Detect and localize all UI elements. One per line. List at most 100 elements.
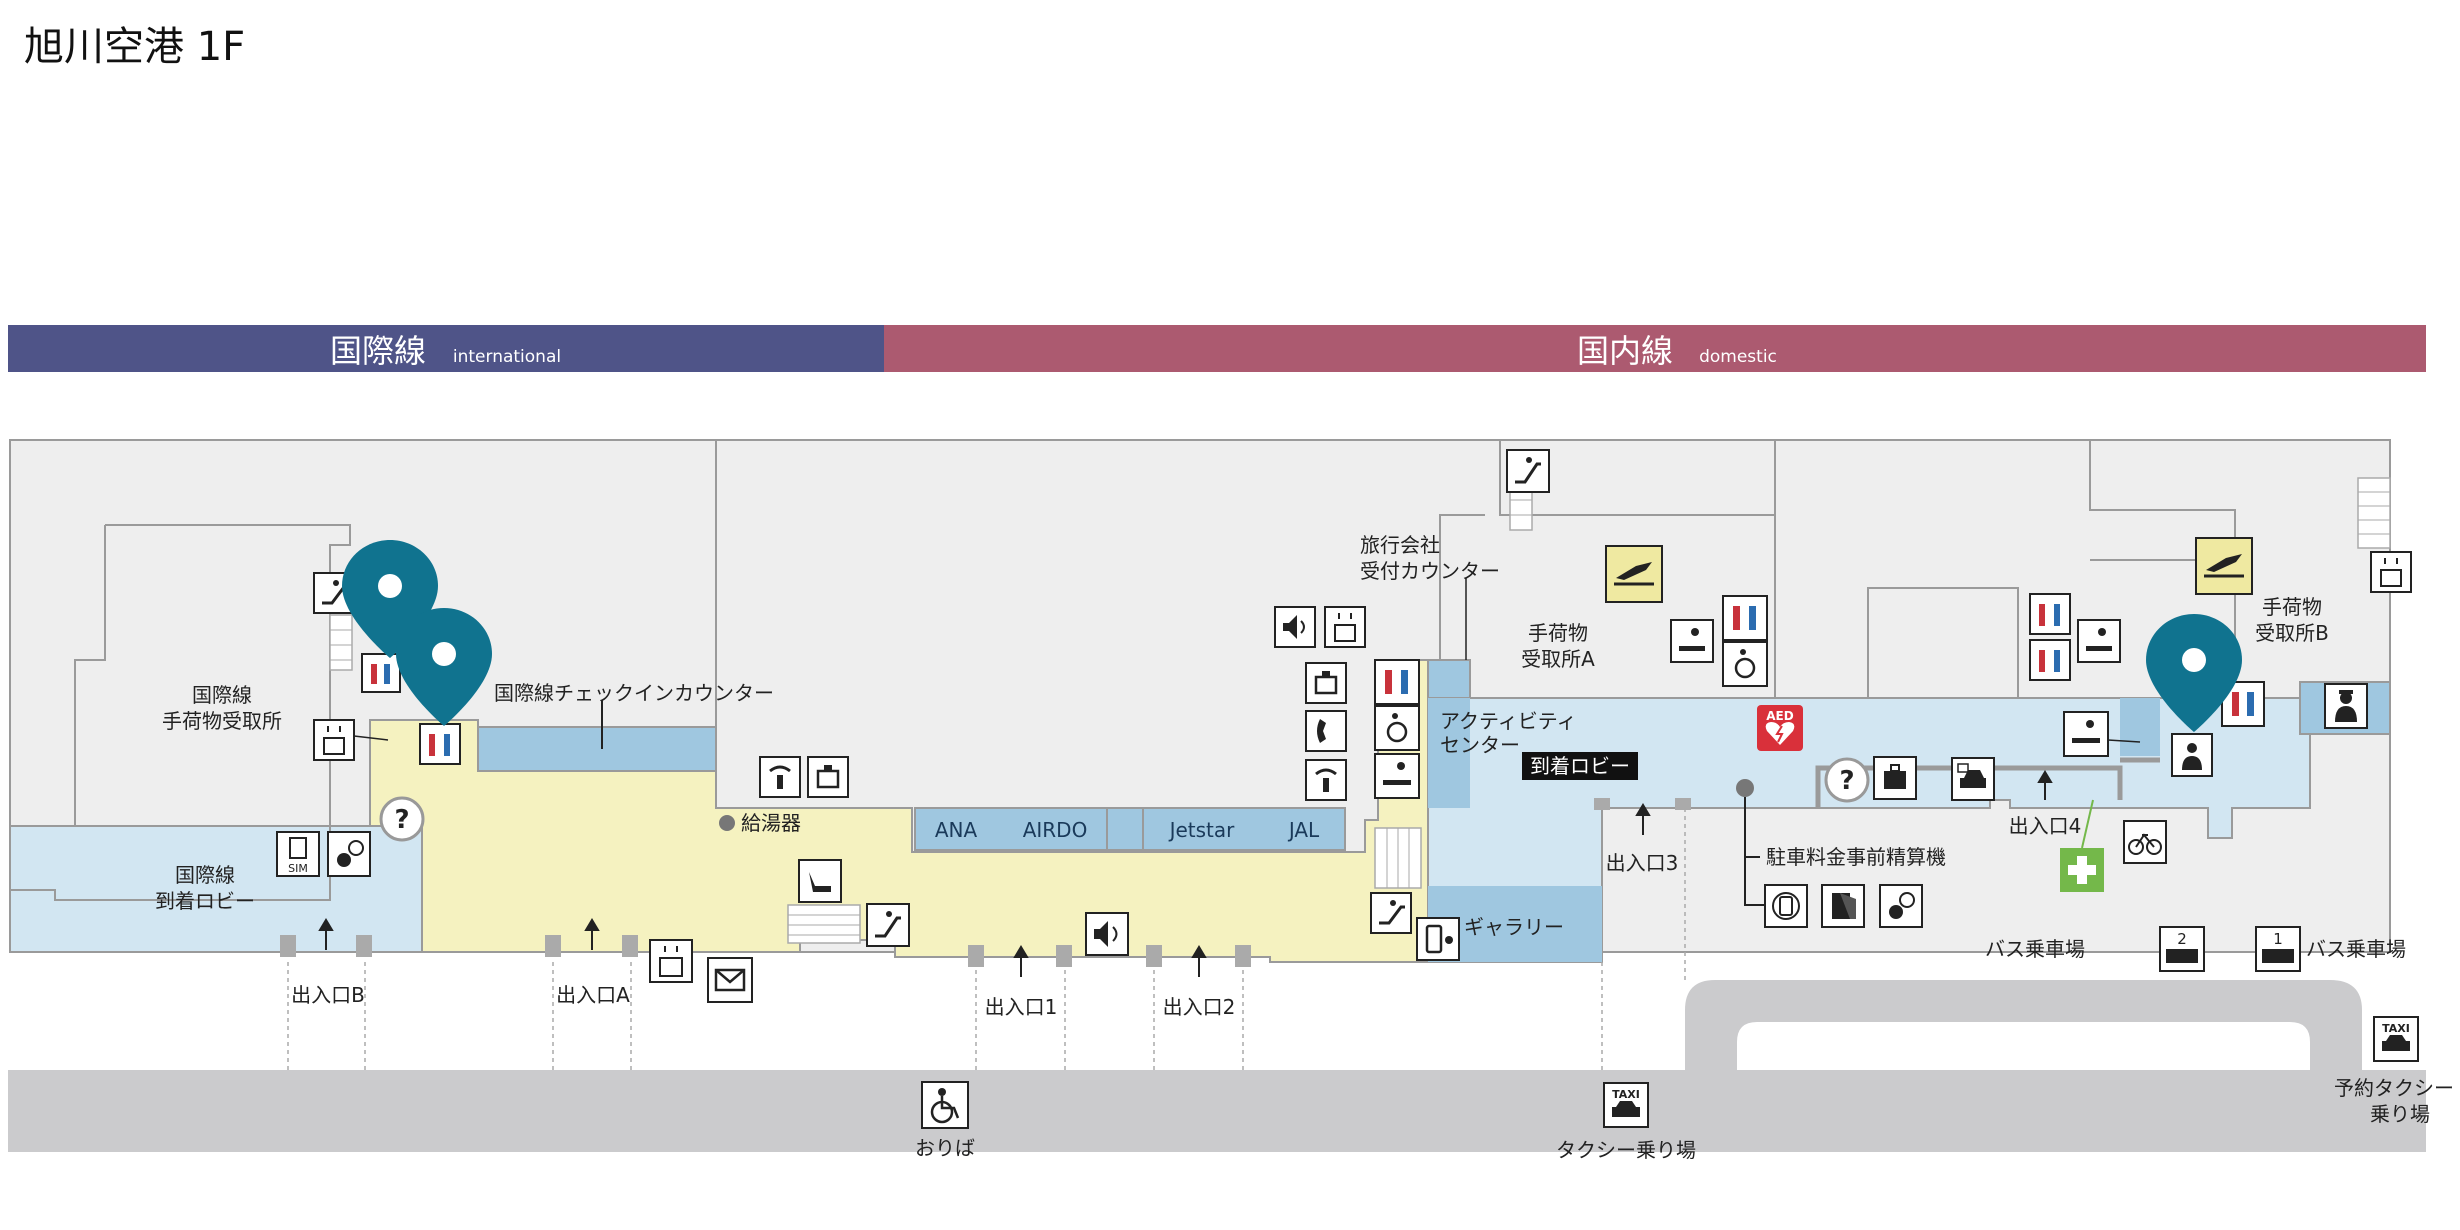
domestic-checkin-counters (914, 807, 1346, 851)
arrival-lobby-label: 到着ロビー (1530, 754, 1630, 778)
taxi-stand-label: タクシー乗り場 (1556, 1138, 1696, 1162)
airline-airdo: AIRDO (1023, 818, 1088, 842)
bus-stop-2-label: バス乗車場 (1985, 937, 2085, 961)
elevator-icon (1324, 606, 1366, 648)
international-band-label: 国際線 (330, 332, 426, 370)
currency-exchange-icon (327, 831, 371, 877)
bus-stop-1-icon: 1 (2255, 926, 2301, 972)
svg-text:TAXI: TAXI (2382, 1022, 2410, 1035)
aed-icon: AED (1757, 705, 1803, 751)
activity-center-label-2: センター (1440, 733, 1520, 757)
staff-icon (2324, 683, 2368, 729)
exit-4-label: 出入口4 (2009, 814, 2082, 838)
exit-2-label: 出入口2 (1163, 995, 1236, 1019)
baggage-a-label-2: 受取所A (1521, 647, 1595, 671)
baggage-b-label-1: 手荷物 (2262, 595, 2322, 619)
intl-baggage-label-2: 手荷物受取所 (162, 709, 282, 733)
svg-text:AED: AED (1766, 709, 1793, 723)
escalator-icon (866, 903, 910, 947)
page-title: 旭川空港 1F (24, 24, 246, 70)
massage-chair-icon (798, 859, 842, 903)
exit-3-label: 出入口3 (1606, 851, 1679, 875)
travel-agency-label-1: 旅行会社 (1360, 533, 1440, 557)
svg-text:?: ? (1839, 766, 1854, 796)
hot-water-dot (719, 815, 735, 831)
elevator-icon (649, 939, 693, 983)
parking-payment-label: 駐車料金事前精算機 (1766, 845, 1946, 869)
wheelchair-icon (921, 1081, 969, 1129)
taxi-icon: TAXI (1603, 1082, 1649, 1128)
travel-agency-label-2: 受付カウンター (1360, 559, 1500, 583)
exit-guides (287, 808, 1686, 1070)
svg-text:2: 2 (2177, 930, 2187, 948)
exit-posts (280, 798, 1691, 967)
bicycle-parking-icon (2123, 820, 2167, 864)
bus-stop-1-label: バス乗車場 (2306, 937, 2406, 961)
information-icon: ? (379, 796, 425, 842)
luggage-icon (1873, 756, 1917, 800)
baby-changing-icon (1670, 619, 1714, 663)
parking-machine-dot (1736, 779, 1754, 797)
restroom-icon (1722, 595, 1768, 641)
escalator-icon (1370, 892, 1412, 934)
bus-loop-road (1685, 980, 2362, 1072)
airline-ana: ANA (935, 818, 978, 842)
announcement-speaker-icon (1274, 606, 1316, 648)
svg-text:TAXI: TAXI (1612, 1088, 1640, 1101)
baggage-a-label-1: 手荷物 (1528, 621, 1588, 645)
restroom-icon (361, 653, 401, 693)
domestic-band-sub: domestic (1699, 347, 1777, 367)
baggage-b-label-2: 受取所B (2255, 621, 2329, 645)
intl-arrival-label-1: 国際線 (175, 863, 235, 887)
baggage-claim-b-icon (2195, 537, 2253, 595)
nursing-room-icon (2171, 733, 2213, 777)
mailbox-icon (707, 957, 753, 1003)
domestic-band (884, 325, 2426, 372)
svg-text:?: ? (394, 805, 409, 835)
svg-text:1: 1 (2273, 930, 2283, 948)
restroom-icon (1374, 659, 1420, 705)
airline-jal: JAL (1287, 818, 1320, 842)
escalator-icon (1506, 449, 1550, 493)
intl-arrival-label-2: 到着ロビー (155, 889, 255, 913)
international-band (8, 325, 884, 372)
sim-card-icon: SIM (276, 831, 320, 877)
activity-center-label-1: アクティビティ (1440, 709, 1577, 733)
currency-exchange-icon (1879, 884, 1923, 928)
intl-checkin-label: 国際線チェックインカウンター (494, 681, 774, 705)
gallery-label: ギャラリー (1464, 915, 1564, 939)
svg-text:SIM: SIM (288, 862, 308, 875)
dropoff-label: おりば (915, 1136, 975, 1160)
domestic-band-label: 国内線 (1577, 332, 1673, 370)
restroom-icon (2029, 593, 2071, 635)
first-aid-icon (2060, 848, 2104, 892)
telephone-icon (1305, 710, 1347, 752)
baggage-claim-a-icon (1605, 545, 1663, 603)
elevator-icon (313, 719, 355, 761)
location-pin-icon[interactable] (396, 608, 492, 726)
information-icon: ? (1824, 757, 1870, 803)
accessible-toilet-icon (1722, 641, 1768, 687)
bus-stop-2-icon: 2 (2159, 926, 2205, 972)
hot-water-label: 給湯器 (741, 811, 801, 835)
drinking-fountain-icon (759, 756, 801, 798)
charging-station-icon (1416, 917, 1460, 961)
reserved-taxi-label-2: 乗り場 (2370, 1102, 2430, 1126)
parking-ticket-icon (1821, 884, 1865, 928)
restroom-icon (419, 723, 461, 765)
baby-changing-icon (2077, 619, 2121, 663)
arrival-lobby-badge (1522, 752, 1638, 780)
announcement-speaker-icon (1085, 912, 1129, 956)
travel-agency-counter (1427, 659, 1471, 699)
coin-locker-icon (1305, 662, 1347, 704)
accessible-toilet-icon (1374, 705, 1420, 751)
international-band-sub: international (453, 347, 561, 367)
intl-checkin-counter-area (477, 726, 717, 772)
elevator-icon (2370, 551, 2412, 593)
airline-jetstar: Jetstar (1168, 818, 1236, 842)
location-pin-icon[interactable] (2146, 614, 2242, 732)
intl-baggage-label-1: 国際線 (192, 683, 252, 707)
baby-changing-icon (2063, 711, 2109, 757)
smartphone-icon (1764, 884, 1808, 928)
